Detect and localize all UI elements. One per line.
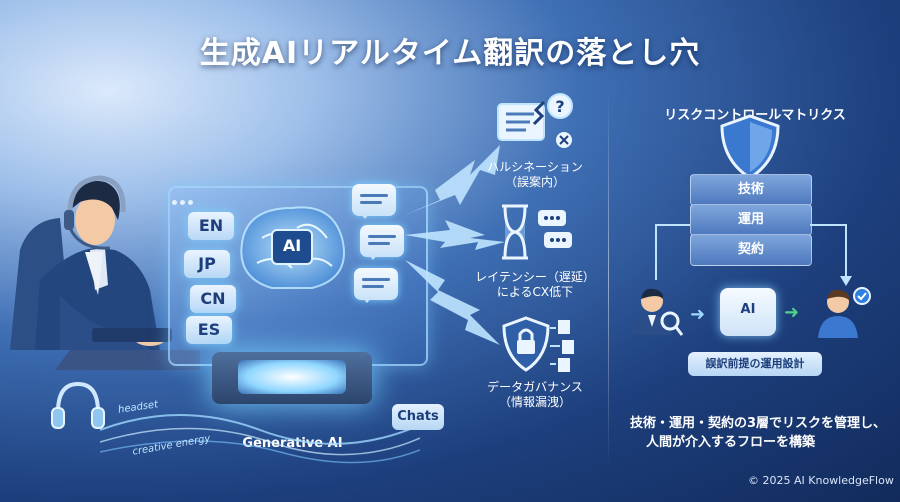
chat-bubble-icon — [360, 225, 404, 260]
ai-brain-icon — [240, 206, 345, 289]
lightning-arrows — [405, 145, 505, 345]
chip-caption: Generative AI — [242, 436, 343, 451]
chats-bubble: Chats — [392, 404, 444, 430]
risk-summary: 技術・運用・契約の3層でリスクを管理し、 人間が介入するフローを構築 — [630, 414, 900, 452]
layer-contract: 契約 — [690, 234, 812, 266]
section-divider — [608, 88, 609, 468]
customer-check-icon — [818, 287, 871, 338]
flow-bracket — [655, 224, 852, 286]
chat-bubble-icon — [354, 268, 398, 303]
shield-lock-icon — [502, 316, 574, 372]
ai-flow-icon — [720, 288, 776, 336]
pitfall-title: レイテンシー（遅延） — [475, 270, 595, 284]
language-tag-cn: CN — [190, 285, 236, 313]
chat-bubble-icon — [352, 184, 396, 219]
energy-waves — [100, 414, 420, 464]
ai-label: AI — [282, 236, 302, 255]
page-title: 生成AIリアルタイム翻訳の落とし穴 — [199, 36, 701, 71]
svg-text:?: ? — [555, 97, 564, 116]
language-tag-jp: JP — [184, 250, 230, 278]
chip-core — [238, 360, 346, 394]
summary-line: 技術・運用・契約の3層でリスクを管理し、 — [630, 416, 887, 431]
reviewer-icon — [632, 288, 684, 336]
pitfall-data-governance: データガバナンス（情報漏洩） — [470, 380, 600, 410]
headset-icon — [51, 381, 105, 429]
pitfall-hallucination: ハルシネーション（誤案内） — [470, 160, 600, 190]
shield-check-icon — [720, 114, 780, 180]
pitfall-latency: レイテンシー（遅延）によるCX低下 — [470, 270, 600, 300]
pitfall-title: データガバナンス — [487, 380, 583, 394]
pitfall-title: ハルシネーション — [487, 160, 583, 174]
arrow-right-icon: ➜ — [784, 302, 800, 323]
flow-caption: 誤訳前提の運用設計 — [688, 352, 822, 376]
hourglass-icon — [502, 204, 572, 260]
pitfall-subtitle: （誤案内） — [504, 175, 565, 189]
pitfall-subtitle: （情報漏洩） — [498, 395, 571, 409]
document-question-icon: ? — [497, 93, 573, 148]
language-tag-es: ES — [186, 316, 232, 344]
ai-flow-label: AI — [740, 302, 756, 317]
layer-technology: 技術 — [690, 174, 812, 206]
summary-line: 人間が介入するフローを構築 — [646, 435, 816, 450]
arrow-right-icon: ➜ — [690, 304, 706, 325]
operator-illustration — [10, 175, 200, 370]
pitfall-subtitle: によるCX低下 — [496, 285, 574, 299]
risk-matrix-title: リスクコントロールマトリクス — [664, 108, 846, 123]
window-controls — [172, 190, 212, 205]
language-tag-en: EN — [188, 212, 234, 240]
copyright: © 2025 AI KnowledgeFlow — [748, 474, 894, 487]
